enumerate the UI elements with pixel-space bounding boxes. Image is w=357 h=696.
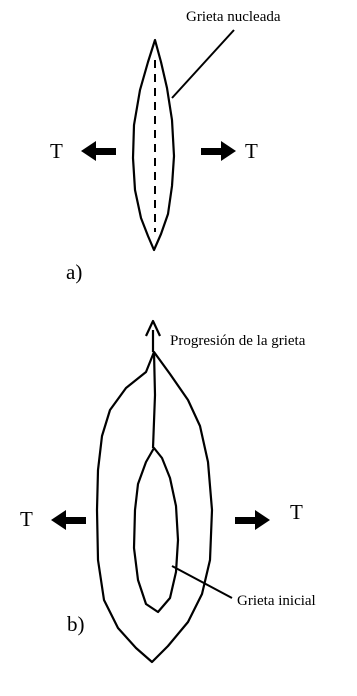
right-tension-arrow-b [235,510,270,530]
tension-label-right-b: T [290,500,303,524]
left-tension-arrow-a [81,141,116,161]
panel-b-figure [95,319,233,664]
initial-crack-leader [171,565,233,599]
panel-a-figure [131,29,235,252]
tension-label-left-a: T [50,139,63,163]
initial-crack-outline [132,446,180,614]
initial-crack-label: Grieta inicial [237,593,316,609]
outer-crack-outline [95,350,214,664]
panel-b-label: b) [67,612,85,636]
crack-progression-label: Progresión de la grieta [170,333,306,349]
left-tension-arrow-b [51,510,86,530]
nucleated-crack-label: Grieta nucleada [186,9,281,25]
tension-label-right-a: T [245,139,258,163]
propagation-path [151,351,157,449]
progression-arrow-head [145,319,161,337]
right-tension-arrow-a [201,141,236,161]
panel-a-label: a) [66,260,83,284]
tension-label-left-b: T [20,507,33,531]
nucleated-crack-leader [171,29,235,99]
nucleated-crack-outline [131,38,176,252]
